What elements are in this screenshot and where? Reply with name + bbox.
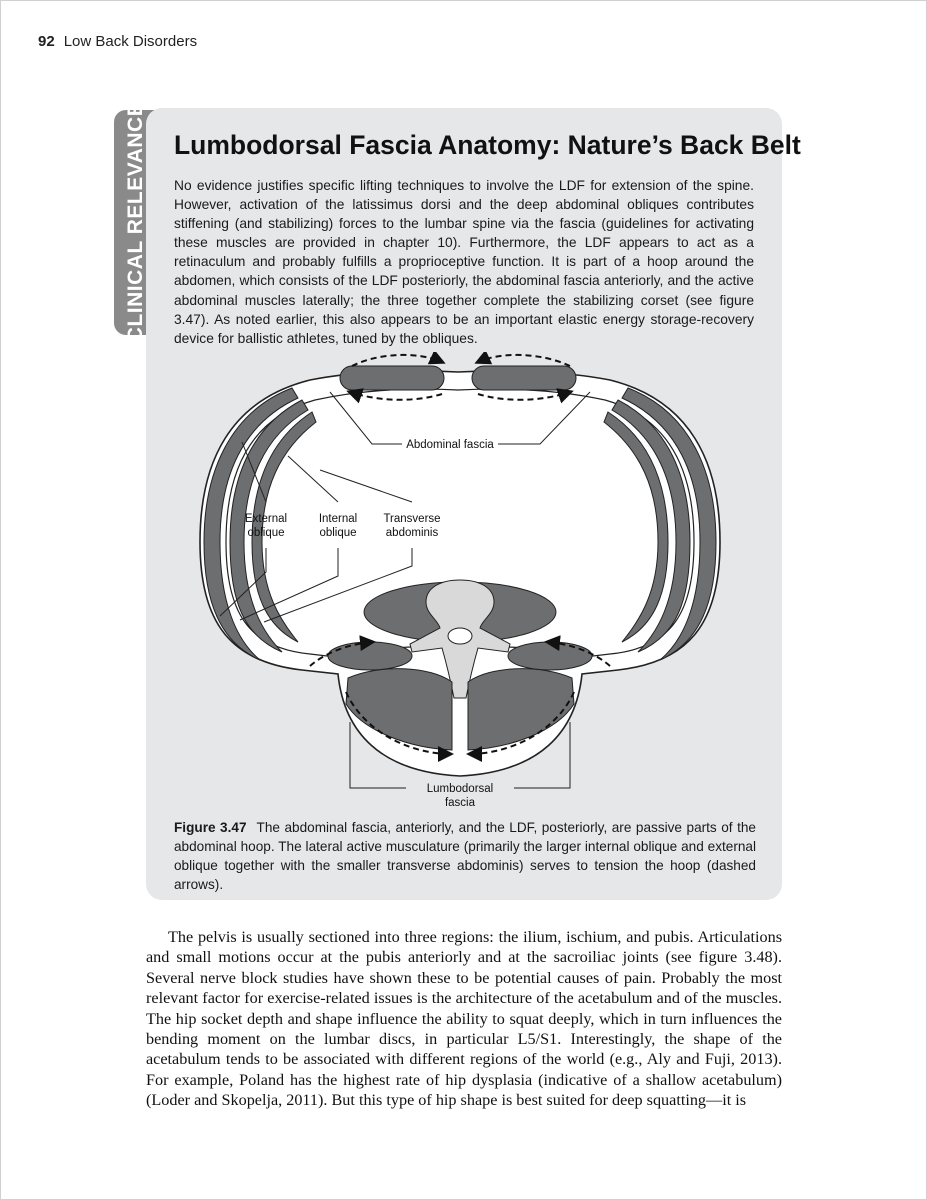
label-external-oblique-2: oblique bbox=[247, 527, 284, 539]
right-psoas bbox=[507, 641, 593, 671]
abdominal-hoop-diagram: Abdominal fascia External oblique Intern… bbox=[199, 349, 721, 809]
leader-abdominal-fascia-left bbox=[329, 391, 402, 445]
leader-internal-oblique-top bbox=[287, 455, 339, 503]
leader-external-oblique-top bbox=[241, 441, 267, 503]
right-transverse-abdominis bbox=[603, 411, 669, 643]
label-external-oblique-1: External bbox=[245, 513, 287, 525]
spinal-canal bbox=[447, 627, 473, 645]
label-internal-oblique-1: Internal bbox=[319, 513, 357, 525]
label-lumbodorsal-2: fascia bbox=[445, 797, 476, 809]
label-internal-oblique-2: oblique bbox=[319, 527, 356, 539]
label-abdominal-fascia: Abdominal fascia bbox=[406, 439, 494, 451]
leader-lumbodorsal-right bbox=[514, 722, 571, 789]
arrow-anterior-right-bottom bbox=[477, 388, 574, 404]
left-internal-oblique bbox=[229, 399, 309, 653]
leader-abdominal-fascia-right bbox=[498, 391, 591, 445]
arrow-posterior-left bbox=[309, 635, 376, 667]
leader-transverse-abdominis bbox=[263, 548, 413, 623]
figure-number: Figure 3.47 bbox=[174, 820, 247, 835]
left-psoas bbox=[327, 641, 413, 671]
leader-transverse-top bbox=[319, 469, 413, 503]
label-transverse-1: Transverse bbox=[383, 513, 440, 525]
left-external-oblique bbox=[203, 387, 299, 661]
page-number: 92 bbox=[38, 33, 55, 50]
leader-internal-oblique bbox=[239, 548, 339, 621]
arrow-lumbodorsal-left bbox=[345, 691, 454, 762]
arrow-anterior-left-top bbox=[351, 349, 446, 367]
arrow-lumbodorsal-right bbox=[466, 691, 575, 762]
right-erector-spinae bbox=[467, 668, 575, 751]
left-erector-spinae bbox=[345, 668, 453, 751]
arrow-anterior-right-top bbox=[474, 349, 571, 367]
figure-abdominal-hoop: Abdominal fascia External oblique Intern… bbox=[180, 349, 740, 812]
right-rectus-abdominis bbox=[471, 365, 577, 391]
leader-external-oblique bbox=[219, 548, 267, 617]
label-transverse-2: abdominis bbox=[386, 527, 439, 539]
clinical-relevance-label: CLINICAL RELEVANCE bbox=[124, 101, 147, 343]
body-text: The pelvis is usually sectioned into thr… bbox=[146, 927, 782, 1111]
running-head: 92 Low Back Disorders bbox=[38, 33, 197, 50]
label-lumbodorsal-1: Lumbodorsal bbox=[427, 783, 493, 795]
body-paragraph: The pelvis is usually sectioned into thr… bbox=[146, 928, 782, 1110]
sidebar-title: Lumbodorsal Fascia Anatomy: Nature’s Bac… bbox=[174, 130, 801, 160]
left-rectus-abdominis bbox=[339, 365, 445, 391]
arrow-anterior-left-bottom bbox=[346, 388, 443, 404]
sidebar-paragraph: No evidence justifies specific lifting t… bbox=[174, 178, 754, 346]
right-external-oblique bbox=[621, 387, 717, 661]
running-title: Low Back Disorders bbox=[63, 33, 198, 50]
arrow-posterior-right bbox=[544, 635, 611, 667]
figure-caption-text: The abdominal fascia, anteriorly, and th… bbox=[174, 820, 756, 892]
right-internal-oblique bbox=[611, 399, 691, 653]
leader-lumbodorsal-left bbox=[349, 722, 406, 789]
